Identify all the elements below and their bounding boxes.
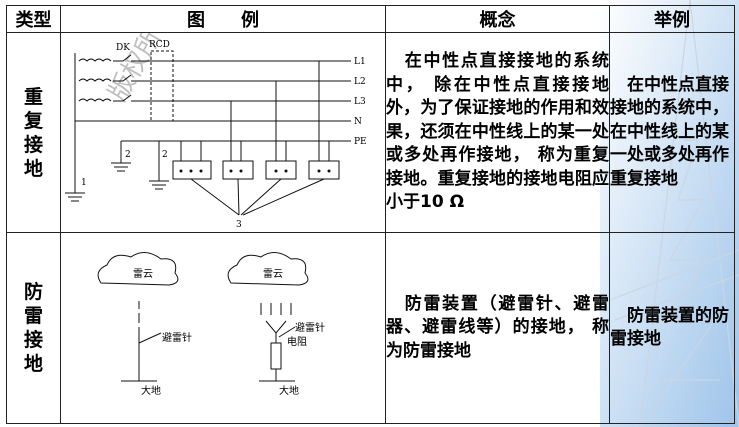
figure-cell: 雷云 雷云 避雷针 避雷针 电阻 大地 大地 <box>60 232 386 424</box>
label-rcd: RCD <box>149 40 170 50</box>
label-earth-2: 大地 <box>279 384 299 397</box>
label-dk: DK <box>116 43 130 53</box>
figure-cell: DK RCD L1 L2 L3 N PE 1 2 2 3 版权所 <box>60 32 386 233</box>
type-cell: 重复接地 <box>6 32 61 233</box>
label-l2: L2 <box>354 77 366 87</box>
header-type: 类型 <box>6 5 61 33</box>
table-row: 重复接地 <box>6 32 735 233</box>
header-concept: 概念 <box>385 5 610 33</box>
type-label: 重复接地 <box>23 85 43 180</box>
label-1: 1 <box>81 178 87 188</box>
label-l1: L1 <box>354 57 366 67</box>
watermark: 版权所 <box>103 33 168 107</box>
label-l3: L3 <box>354 97 366 107</box>
concept-cell: 防雷装置（避雷针、避雷器、避雷线等）的接地， 称为防雷接地 <box>385 232 610 424</box>
label-2a: 2 <box>125 150 131 160</box>
lightning-grounding-diagram: 雷云 雷云 避雷针 避雷针 电阻 大地 大地 <box>97 252 325 397</box>
label-resistor: 电阻 <box>287 335 307 348</box>
table-row: 防雷接地 雷云 雷云 <box>6 232 735 424</box>
label-pe: PE <box>354 137 367 147</box>
label-cloud-2: 雷云 <box>263 268 283 280</box>
concept-cell: 在中性点直接接地的系统中， 除在中性点直接接地外，为了保证接地的作用和效果，还须… <box>385 32 610 233</box>
repeat-grounding-diagram: DK RCD L1 L2 L3 N PE 1 2 2 3 版权所 <box>65 33 367 230</box>
label-2b: 2 <box>162 150 168 160</box>
type-cell: 防雷接地 <box>6 232 61 424</box>
type-label: 防雷接地 <box>23 281 43 375</box>
grounding-table: 类型 图 例 概念 举例 重复接地 <box>6 5 735 424</box>
example-cell: 在中性点直接接地的系统中， 在中性线上的某一处或多处再作重复接地 <box>609 32 735 233</box>
label-rod-2: 避雷针 <box>295 321 325 334</box>
header-example: 举例 <box>609 5 735 33</box>
label-3: 3 <box>236 220 242 230</box>
example-cell: 防雷装置的防雷接地 <box>609 232 735 424</box>
label-earth-1: 大地 <box>141 384 161 397</box>
label-cloud-1: 雷云 <box>133 268 153 280</box>
label-n: N <box>354 117 362 127</box>
label-rod-1: 避雷针 <box>162 331 192 344</box>
header-figure: 图 例 <box>60 5 386 33</box>
header-row: 类型 图 例 概念 举例 <box>6 5 735 33</box>
